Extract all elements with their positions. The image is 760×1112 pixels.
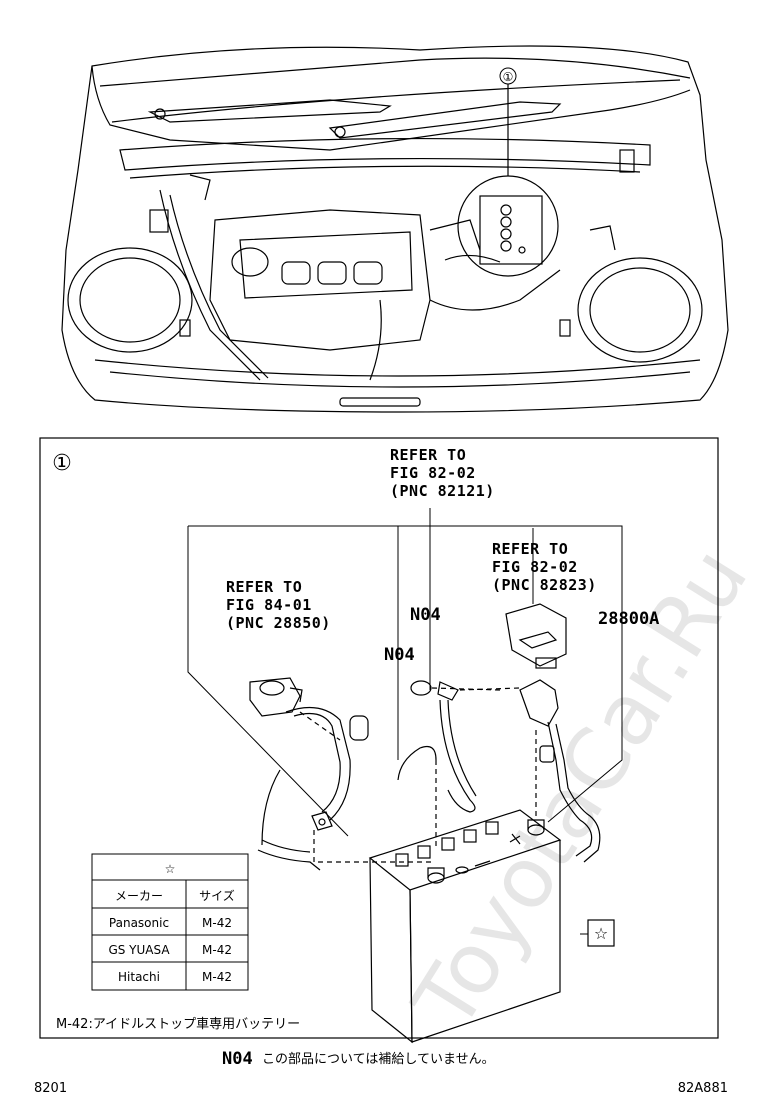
refer-28850-line3: (PNC 28850): [226, 614, 331, 632]
refer-28850-line2: FIG 84-01: [226, 596, 312, 614]
footer-text: この部品については補給していません。: [262, 1052, 495, 1067]
refer-82121-line3: (PNC 82121): [390, 482, 495, 500]
refer-82823-line1: REFER TO: [492, 540, 568, 558]
table-row-size: M-42: [202, 916, 232, 930]
detail-frame: [39, 437, 719, 1039]
part-label-n04-lower: N04: [384, 645, 415, 665]
table-row-size: M-42: [202, 943, 232, 957]
detail-marker: ①: [52, 451, 72, 476]
battery-marker: ☆: [594, 924, 608, 943]
engine-bay-illustration: [61, 45, 729, 413]
table-row-maker: Panasonic: [109, 916, 169, 930]
refer-callout-82121: REFER TO FIG 82-02 (PNC 82121): [390, 446, 495, 500]
refer-callout-82823: REFER TO FIG 82-02 (PNC 82823): [492, 540, 597, 594]
watermark: ToyotaCar.Ru: [394, 531, 760, 1046]
table-col-size: サイズ: [199, 888, 235, 903]
battery-components: [249, 603, 615, 1044]
battery-note: M-42:アイドルストップ車専用バッテリー: [56, 1017, 300, 1032]
refer-82823-line2: FIG 82-02: [492, 558, 578, 576]
refer-82121-line1: REFER TO: [390, 446, 466, 464]
leader-lines: [187, 508, 623, 935]
refer-82823-line3: (PNC 82823): [492, 576, 597, 594]
page-code-right: 82A881: [678, 1081, 728, 1096]
battery-spec-table: [91, 853, 249, 991]
part-label-n04-upper: N04: [410, 605, 441, 625]
table-row-maker: Hitachi: [118, 970, 160, 984]
refer-28850-line1: REFER TO: [226, 578, 302, 596]
refer-82121-line2: FIG 82-02: [390, 464, 476, 482]
top-marker-circle: [499, 67, 517, 85]
refer-callout-28850: REFER TO FIG 84-01 (PNC 28850): [226, 578, 331, 632]
footer-code: N04: [222, 1049, 253, 1069]
table-row-size: M-42: [202, 970, 232, 984]
page-code-left: 8201: [34, 1081, 67, 1096]
table-header-symbol: ☆: [165, 862, 176, 876]
table-row-maker: GS YUASA: [108, 943, 170, 957]
table-col-maker: メーカー: [115, 889, 163, 903]
part-label-28800a: 28800A: [598, 609, 659, 629]
top-marker: ①: [503, 70, 514, 84]
